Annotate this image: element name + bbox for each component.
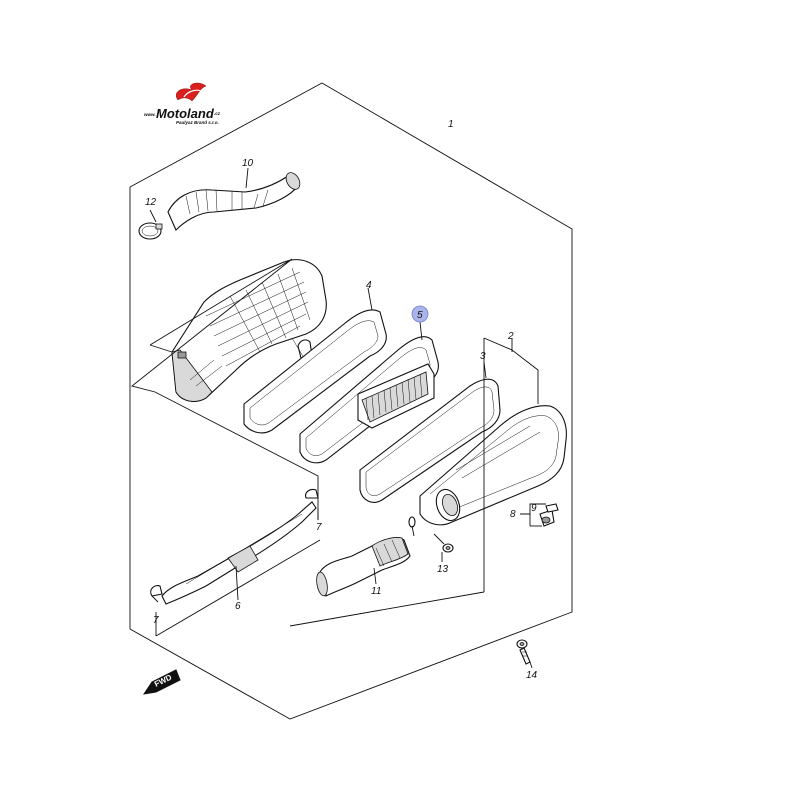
callout-4: 4 (366, 280, 372, 291)
callout-8: 8 (510, 509, 516, 520)
callout-6: 6 (235, 601, 241, 612)
callout-7-upper: 7 (316, 522, 322, 533)
frame-11 (289, 591, 485, 627)
logo-brand: Motoland (156, 106, 215, 121)
callout-1: 1 (448, 119, 454, 130)
motoland-logo: www. Motoland .cz Paulyaz Brand s.r.o. (144, 82, 221, 125)
inlet-tube-part-11 (316, 516, 416, 597)
callout-10: 10 (242, 158, 254, 169)
cover-part-2 (419, 405, 567, 526)
leader-14 (529, 661, 533, 669)
hose-clip-part-7-lower (150, 585, 163, 603)
leader-8-9 (520, 503, 546, 515)
logo-suffix: .cz (214, 111, 221, 116)
leader-4 (367, 287, 373, 311)
callout-5-highlight (411, 305, 429, 323)
filter-element-part-5 (357, 363, 435, 429)
assembly-frame (129, 82, 573, 720)
callout-2: 2 (507, 331, 514, 342)
leader-10 (245, 167, 249, 189)
clip-part-9 (545, 503, 559, 513)
callout-3: 3 (480, 351, 486, 362)
leader-11 (373, 567, 377, 585)
gasket-part-3 (359, 378, 501, 503)
forward-arrow-icon: FWD (142, 669, 181, 695)
leader-6 (235, 565, 239, 601)
callout-12: 12 (145, 197, 157, 208)
leader-5 (419, 321, 423, 341)
bolt-part-14 (516, 639, 531, 665)
callout-7-lower: 7 (153, 615, 159, 626)
hose-clamp-part-12 (138, 209, 163, 240)
callout-13: 13 (437, 564, 449, 575)
hose-clip-part-7-upper (305, 488, 319, 499)
drain-plug-part-8 (539, 509, 555, 527)
screw-part-13 (433, 533, 454, 553)
callout-14: 14 (526, 670, 538, 681)
hose-frame (155, 539, 321, 637)
drain-hose-part-6 (161, 501, 317, 605)
callout-11: 11 (371, 586, 381, 597)
callout-9: 9 (531, 503, 537, 514)
callout-5: 5 (417, 310, 423, 321)
logo-tagline: Paulyaz Brand s.r.o. (176, 120, 219, 125)
gasket-part-4 (243, 309, 387, 434)
logo-prefix: www. (144, 112, 156, 117)
case-frame (131, 258, 319, 520)
intake-duct-part-10 (167, 172, 301, 231)
